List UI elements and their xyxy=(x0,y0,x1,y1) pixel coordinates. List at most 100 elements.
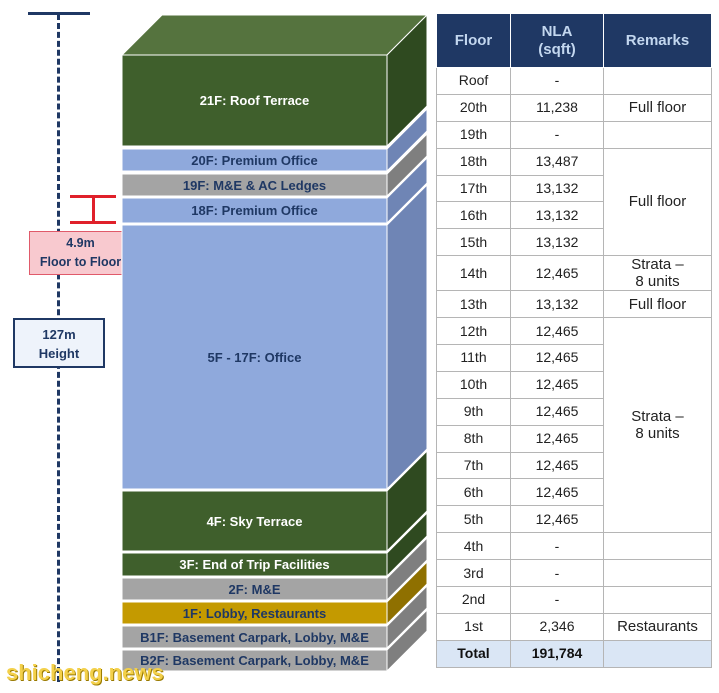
cell-nla: 12,465 xyxy=(510,344,604,372)
height-label: 127m Height xyxy=(13,318,105,368)
cell-nla: - xyxy=(510,532,604,561)
cell-floor: 18th xyxy=(436,147,511,176)
cell-nla: 12,465 xyxy=(510,317,604,346)
table-row: 3rd- xyxy=(436,559,712,588)
cell-nla: - xyxy=(510,120,604,149)
building-floor-front-face xyxy=(121,197,388,224)
building-roof-top-face xyxy=(120,14,429,56)
cell-remarks: Full floor xyxy=(603,290,712,319)
cell-nla: - xyxy=(510,586,604,614)
building-floor-label: 4F: Sky Terrace xyxy=(206,513,303,529)
floor-to-floor-stem xyxy=(92,197,95,223)
header-floor: Floor xyxy=(436,13,511,68)
cell-floor: 20th xyxy=(436,93,511,122)
cell-remarks: Full floor xyxy=(603,147,712,257)
cell-nla: 11,238 xyxy=(510,93,604,122)
cell-remarks: Strata – 8 units xyxy=(603,317,712,534)
cell-nla: 12,465 xyxy=(510,255,604,292)
cell-remarks xyxy=(603,559,712,588)
cell-floor: 1st xyxy=(436,612,511,641)
building-floor-label: 1F: Lobby, Restaurants xyxy=(182,605,327,621)
floor-to-floor-bottom-bar xyxy=(70,221,116,224)
height-top-cap xyxy=(28,12,90,15)
cell-remarks: Restaurants xyxy=(603,612,712,641)
building-floor-label: 18F: Premium Office xyxy=(191,203,318,218)
building-floor-front-face xyxy=(121,577,388,601)
cell-nla: 12,465 xyxy=(510,505,604,534)
cell-floor: 19th xyxy=(436,120,511,149)
cell-nla: 13,132 xyxy=(510,201,604,230)
building-floor-label: 2F: M&E xyxy=(228,581,281,597)
building-floor-front-face xyxy=(121,54,388,147)
cell-floor: 5th xyxy=(436,505,511,534)
building-floor-label: 5F - 17F: Office xyxy=(207,349,302,365)
building-floor-front-face xyxy=(121,148,388,172)
building-floor-label: 20F: Premium Office xyxy=(191,152,318,168)
cell-floor: 7th xyxy=(436,451,511,480)
cell-nla: 12,465 xyxy=(510,370,604,399)
cell-floor: 13th xyxy=(436,290,511,319)
watermark: shicheng.news xyxy=(6,660,164,685)
cell-floor: Roof xyxy=(436,67,511,95)
cell-floor: 6th xyxy=(436,478,511,507)
cell-nla: 12,465 xyxy=(510,397,604,426)
building-floor-side-face xyxy=(386,183,428,491)
building-floor-front-face xyxy=(121,173,388,197)
cell-floor: 12th xyxy=(436,317,511,346)
total-label: Total xyxy=(436,639,511,668)
header-remarks: Remarks xyxy=(603,13,712,68)
cell-remarks xyxy=(603,532,712,561)
table-row: 4th- xyxy=(436,532,712,561)
cell-remarks: Full floor xyxy=(603,93,712,122)
cell-floor: 2nd xyxy=(436,586,511,614)
cell-floor: 9th xyxy=(436,397,511,426)
cell-floor: 16th xyxy=(436,201,511,230)
cell-floor: 14th xyxy=(436,255,511,292)
cell-floor: 15th xyxy=(436,228,511,257)
header-nla: NLA (sqft) xyxy=(510,13,604,68)
building-floor-label: 3F: End of Trip Facilities xyxy=(179,557,330,572)
cell-remarks xyxy=(603,120,712,149)
total-nla: 191,784 xyxy=(510,639,604,668)
cell-floor: 4th xyxy=(436,532,511,561)
cell-remarks xyxy=(603,67,712,95)
cell-floor: 3rd xyxy=(436,559,511,588)
building-floor-front-face xyxy=(121,625,388,649)
cell-nla: 12,465 xyxy=(510,424,604,453)
cell-floor: 8th xyxy=(436,424,511,453)
cell-nla: - xyxy=(510,559,604,588)
floor-to-floor-top-bar xyxy=(70,195,116,198)
cell-nla: 2,346 xyxy=(510,612,604,641)
table-row: Roof- xyxy=(436,67,712,95)
cell-nla: 13,487 xyxy=(510,147,604,176)
total-remarks xyxy=(603,639,712,668)
cell-nla: 13,132 xyxy=(510,290,604,319)
cell-nla: 13,132 xyxy=(510,228,604,257)
building-floor-front-face xyxy=(121,224,388,490)
cell-remarks xyxy=(603,586,712,614)
cell-nla: 12,465 xyxy=(510,451,604,480)
table-row: 19th- xyxy=(436,120,712,149)
building-floor-label: 19F: M&E & AC Ledges xyxy=(182,177,327,193)
building-floor-front-face xyxy=(121,649,388,672)
building-floor-front-face xyxy=(121,601,388,625)
table-row: 2nd- xyxy=(436,586,712,614)
building-floor-front-face xyxy=(121,552,388,577)
